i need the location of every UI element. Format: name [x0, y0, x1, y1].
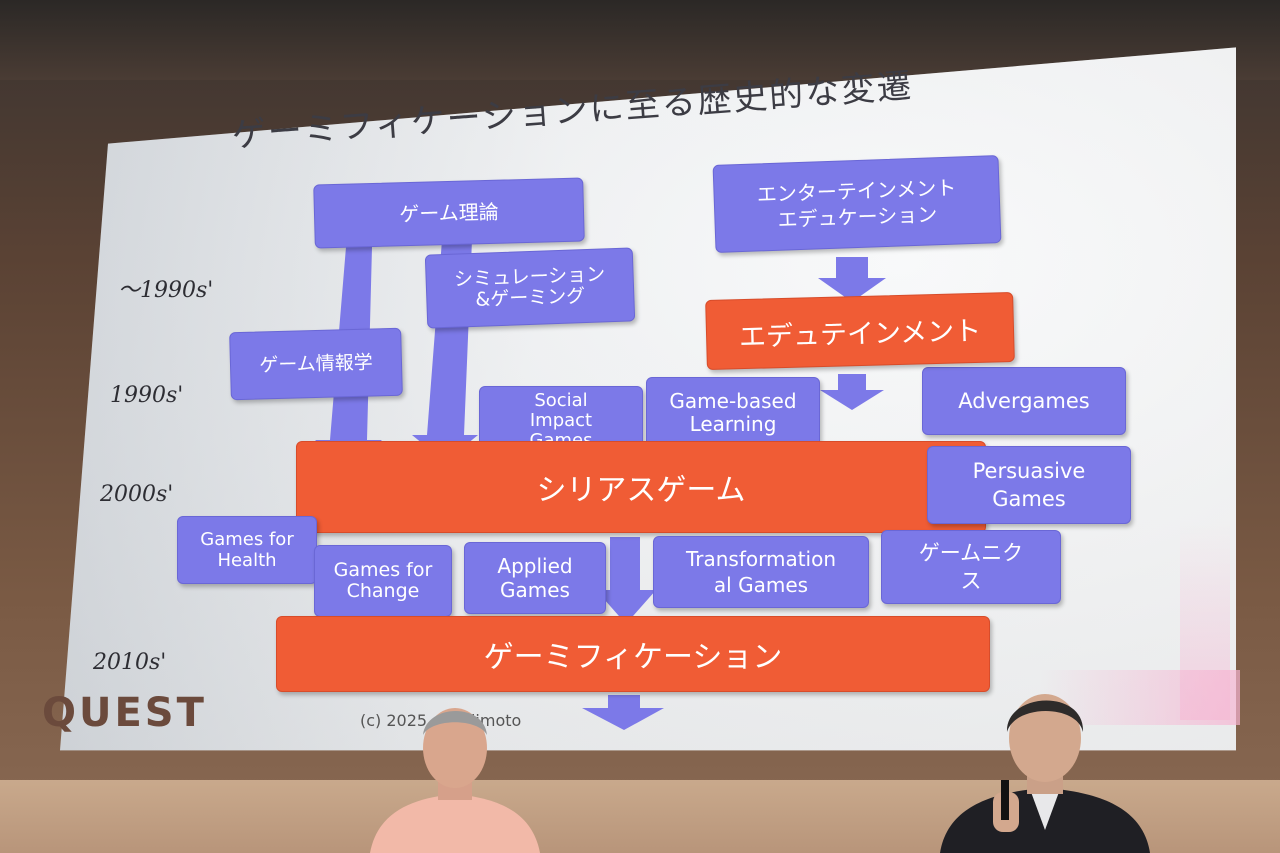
era-label-2010s: 2010s'	[93, 650, 167, 675]
quest-logo: QUEST	[42, 690, 207, 736]
person-right	[940, 694, 1150, 853]
box-transformational-games: Transformation al Games	[653, 536, 869, 608]
box-edutainment: エデュテインメント	[705, 291, 1015, 371]
box-gamenics: ゲームニク ス	[881, 530, 1061, 604]
box-game-theory: ゲーム理論	[313, 177, 585, 249]
box-advergames: Advergames	[922, 367, 1126, 435]
era-label-1990s: 1990s'	[110, 383, 184, 408]
box-game-based-learning: Game-based Learning	[646, 377, 820, 449]
box-gamification: ゲーミフィケーション	[276, 616, 990, 692]
arrow-ent-to-edutainment	[818, 257, 886, 302]
box-game-informatics: ゲーム情報学	[229, 327, 403, 401]
box-games-for-health: Games for Health	[177, 516, 317, 584]
arrow-serious-to-gamification	[596, 537, 656, 624]
box-entertainment-education: エンターテインメント エデュケーション	[712, 155, 1002, 253]
decorative-stripe-vertical	[1180, 520, 1230, 720]
arrow-edutainment-to-gbl	[820, 374, 884, 410]
box-games-for-change: Games for Change	[314, 545, 452, 617]
person-left	[370, 708, 540, 853]
box-simulation-gaming: シミュレーション &ゲーミング	[424, 247, 636, 329]
box-applied-games: Applied Games	[464, 542, 606, 614]
box-serious-game: シリアスゲーム	[296, 441, 986, 533]
era-label-2000s: 2000s'	[100, 482, 174, 507]
arrow-gamification-down	[582, 695, 664, 730]
era-label-pre-1990s: ～1990s'	[118, 278, 214, 303]
box-persuasive-games: Persuasive Games	[927, 446, 1131, 524]
